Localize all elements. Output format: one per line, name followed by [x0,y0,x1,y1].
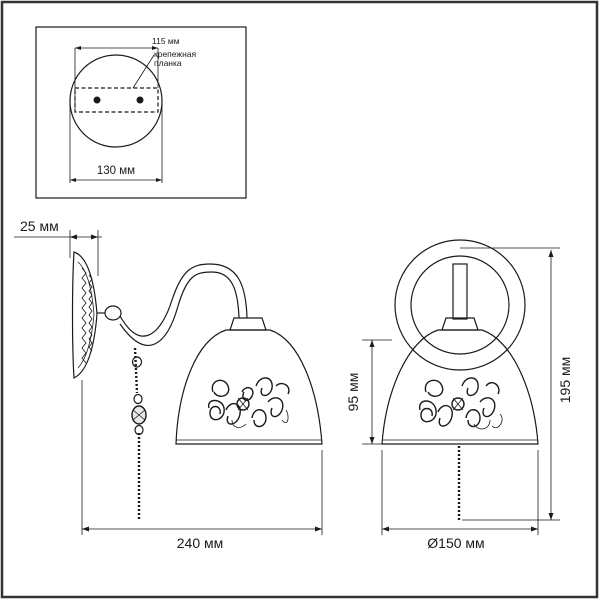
depth-label: 25 мм [20,218,59,234]
mount-plate-inset: 115 мм крепежная планка 130 мм [35,26,247,199]
front-shade-ornament [419,377,503,430]
total-height-label: 195 мм [557,357,573,404]
shade-cap [229,317,267,331]
arrow-right [531,526,538,532]
front-shade-cap [441,317,479,331]
side-view: 25 мм [14,218,323,551]
arm-inner [119,271,240,346]
arrow [70,234,77,240]
chain-crystal-facet [132,409,146,421]
pull-chain [133,347,141,520]
chain-bead [134,424,144,436]
shade-height-label: 95 мм [345,373,361,412]
base-diameter-label: 130 мм [97,165,135,177]
arrow-right [315,526,322,532]
arrow [91,234,98,240]
arrow-top [369,340,375,347]
mounting-bar [74,87,159,113]
arrow-left [82,526,89,532]
arrow-top [548,250,554,257]
chain-ring [131,356,143,368]
arrow-right [152,46,158,50]
arrow-bottom [369,437,375,444]
plate-note-line2: планка [154,58,182,68]
plate-width-label: 115 мм [152,36,180,46]
front-back-plate [394,239,526,371]
shade-diameter-label: Ø150 мм [427,535,484,551]
screw-hole-left [93,96,101,104]
back-plate-pattern [88,274,93,352]
plate-note-line1: крепежная [154,49,197,59]
arm-outer [119,263,248,337]
screw-hole-right [136,96,144,104]
back-plate-pattern [81,267,87,364]
front-glass-shade [381,329,539,445]
base-circle [69,54,163,148]
front-back-plate-inner [410,255,510,355]
front-view: 95 мм 195 мм Ø150 мм [345,239,573,551]
arrow-right [156,178,162,182]
arrow-left [70,178,76,182]
chain-bead [133,393,143,405]
arrow-left [382,526,389,532]
arrow-left [75,46,81,50]
length-label: 240 мм [177,535,224,551]
inset-box [35,26,247,199]
arm-joint [104,305,122,321]
glass-shade [175,329,323,445]
shade-ornament [208,377,290,428]
arrow-bottom [548,513,554,520]
note-leader [132,54,155,89]
front-arm [452,263,468,320]
back-plate [71,251,98,379]
